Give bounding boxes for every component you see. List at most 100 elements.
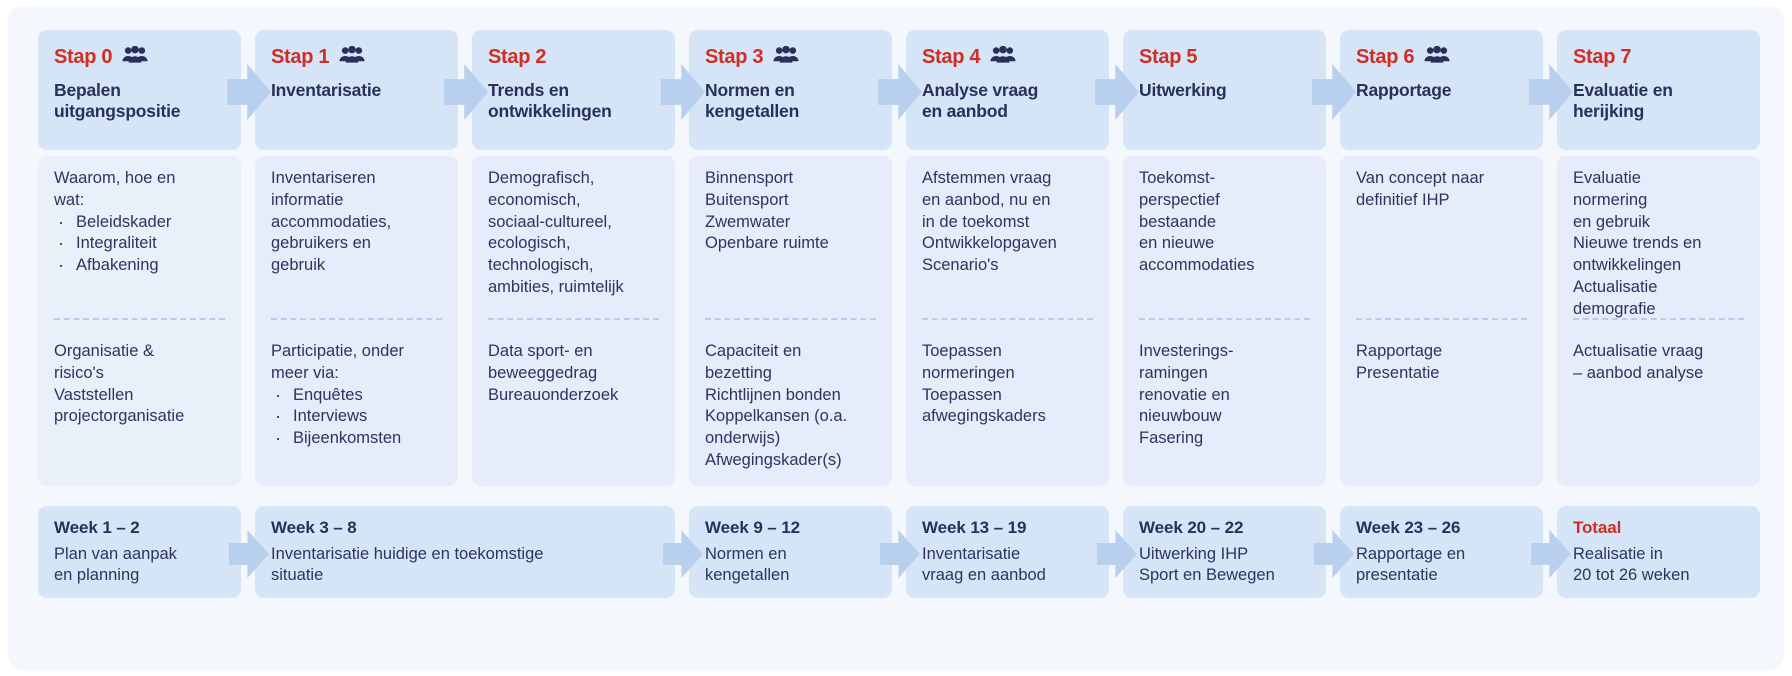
step-card-top: Stap 0 bbox=[54, 44, 225, 70]
step-detail-lower-text: Toepassen normeringen Toepassen afweging… bbox=[922, 342, 1046, 426]
step-detail-upper: Binnensport Buitensport Zwemwater Openba… bbox=[705, 168, 876, 318]
step-detail-lower-list: EnquêtesInterviewsBijeenkomsten bbox=[271, 384, 442, 451]
step-detail-card-5: Toekomst- perspectief bestaande en nieuw… bbox=[1123, 156, 1326, 486]
dashed-divider bbox=[1139, 318, 1310, 321]
step-card-5[interactable]: Stap 5 Uitwerking bbox=[1123, 30, 1356, 150]
dashed-divider bbox=[488, 318, 659, 321]
step-detail-card-0: Waarom, hoe en wat:BeleidskaderIntegrali… bbox=[38, 156, 241, 486]
step-card-top: Stap 7 bbox=[1573, 44, 1744, 70]
step-detail-lower: Actualisatie vraag – aanbod analyse bbox=[1573, 321, 1744, 474]
step-detail-upper: Waarom, hoe en wat:BeleidskaderIntegrali… bbox=[54, 168, 225, 318]
diagram-canvas: Stap 0 Bepalen uitgangspositie Stap 1 Inven… bbox=[8, 6, 1784, 670]
step-card-0[interactable]: Stap 0 Bepalen uitgangspositie bbox=[38, 30, 271, 150]
step-title: Bepalen uitgangspositie bbox=[54, 80, 181, 122]
week-card-0[interactable]: Week 1 – 2 Plan van aanpak en planning bbox=[38, 506, 269, 598]
step-card-7[interactable]: Stap 7 Evaluatie en herijking bbox=[1557, 30, 1760, 150]
step-detail-upper: Evaluatie normering en gebruik Nieuwe tr… bbox=[1573, 168, 1744, 318]
dashed-divider bbox=[1356, 318, 1527, 321]
people-group-icon bbox=[122, 45, 148, 69]
step-card-top: Stap 5 bbox=[1139, 44, 1310, 70]
list-item: Interviews bbox=[271, 405, 442, 428]
step-detail-upper-text: Van concept naar definitief IHP bbox=[1356, 169, 1485, 209]
step-title: Inventarisatie bbox=[271, 80, 382, 100]
people-group-icon bbox=[1424, 45, 1450, 69]
step-detail-lower-text: Investerings- ramingen renovatie en nieu… bbox=[1139, 342, 1234, 448]
list-item: Beleidskader bbox=[54, 211, 225, 234]
step-number: Stap 0 bbox=[54, 45, 113, 68]
step-detail-upper-text: Waarom, hoe en wat: bbox=[54, 169, 176, 209]
people-group-icon bbox=[339, 45, 365, 69]
step-detail-lower-text: Actualisatie vraag – aanbod analyse bbox=[1573, 342, 1704, 382]
step-card-top: Stap 4 bbox=[922, 44, 1093, 70]
step-detail-upper: Demografisch, economisch, sociaal-cultur… bbox=[488, 168, 659, 318]
step-number: Stap 3 bbox=[705, 45, 764, 68]
week-label: Week 23 – 26 bbox=[1356, 518, 1461, 537]
week-description: Normen en kengetallen bbox=[705, 545, 790, 585]
step-detail-lower: Investerings- ramingen renovatie en nieu… bbox=[1139, 321, 1310, 474]
step-detail-upper-text: Toekomst- perspectief bestaande en nieuw… bbox=[1139, 169, 1255, 275]
people-group-icon bbox=[773, 45, 799, 69]
step-title: Uitwerking bbox=[1139, 80, 1227, 100]
step-detail-card-7: Evaluatie normering en gebruik Nieuwe tr… bbox=[1557, 156, 1760, 486]
step-detail-lower-text: Rapportage Presentatie bbox=[1356, 342, 1443, 382]
step-title: Rapportage bbox=[1356, 80, 1452, 100]
step-detail-upper: Afstemmen vraag en aanbod, nu en in de t… bbox=[922, 168, 1093, 318]
step-number: Stap 1 bbox=[271, 45, 330, 68]
dashed-divider bbox=[54, 318, 225, 321]
step-detail-upper-text: Inventariseren informatie accommodaties,… bbox=[271, 169, 392, 275]
step-detail-upper-list: BeleidskaderIntegraliteitAfbakening bbox=[54, 211, 225, 278]
step-detail-lower: Organisatie & risico's Vaststellen proje… bbox=[54, 321, 225, 474]
week-label: Week 9 – 12 bbox=[705, 518, 800, 537]
step-detail-lower: Toepassen normeringen Toepassen afweging… bbox=[922, 321, 1093, 474]
dashed-divider bbox=[922, 318, 1093, 321]
step-detail-lower-text: Data sport- en beweeggedrag Bureauonderz… bbox=[488, 342, 619, 404]
step-detail-upper: Toekomst- perspectief bestaande en nieuw… bbox=[1139, 168, 1310, 318]
step-title: Analyse vraag en aanbod bbox=[922, 80, 1039, 122]
step-detail-card-1: Inventariseren informatie accommodaties,… bbox=[255, 156, 458, 486]
step-title: Evaluatie en herijking bbox=[1573, 80, 1673, 122]
step-detail-upper: Van concept naar definitief IHP bbox=[1356, 168, 1527, 318]
step-card-6[interactable]: Stap 6 Rapportage bbox=[1340, 30, 1573, 150]
step-detail-card-2: Demografisch, economisch, sociaal-cultur… bbox=[472, 156, 675, 486]
step-detail-lower-text: Participatie, onder meer via: bbox=[271, 342, 404, 382]
step-detail-upper-text: Afstemmen vraag en aanbod, nu en in de t… bbox=[922, 169, 1057, 275]
week-label: Totaal bbox=[1573, 518, 1622, 537]
step-card-top: Stap 6 bbox=[1356, 44, 1527, 70]
step-detail-lower: Data sport- en beweeggedrag Bureauonderz… bbox=[488, 321, 659, 474]
step-card-4[interactable]: Stap 4 Analyse vraag en aanbod bbox=[906, 30, 1139, 150]
list-item: Integraliteit bbox=[54, 232, 225, 255]
week-card-2[interactable]: Week 9 – 12 Normen en kengetallen bbox=[689, 506, 920, 598]
list-item: Afbakening bbox=[54, 254, 225, 277]
week-label: Week 3 – 8 bbox=[271, 518, 357, 537]
step-number: Stap 4 bbox=[922, 45, 981, 68]
week-description: Plan van aanpak en planning bbox=[54, 545, 177, 585]
step-detail-upper-text: Evaluatie normering en gebruik Nieuwe tr… bbox=[1573, 169, 1702, 318]
step-number: Stap 2 bbox=[488, 45, 547, 68]
step-card-1[interactable]: Stap 1 Inventarisatie bbox=[255, 30, 488, 150]
week-label: Week 1 – 2 bbox=[54, 518, 140, 537]
step-detail-lower-text: Capaciteit en bezetting Richtlijnen bond… bbox=[705, 342, 848, 469]
step-number: Stap 5 bbox=[1139, 45, 1198, 68]
step-number: Stap 7 bbox=[1573, 45, 1632, 68]
week-description: Inventarisatie vraag en aanbod bbox=[922, 545, 1046, 585]
dashed-divider bbox=[271, 318, 442, 321]
step-detail-card-4: Afstemmen vraag en aanbod, nu en in de t… bbox=[906, 156, 1109, 486]
step-detail-card-3: Binnensport Buitensport Zwemwater Openba… bbox=[689, 156, 892, 486]
step-number: Stap 6 bbox=[1356, 45, 1415, 68]
week-description: Inventarisatie huidige en toekomstige si… bbox=[271, 545, 544, 585]
step-detail-card-6: Van concept naar definitief IHP Rapportag… bbox=[1340, 156, 1543, 486]
dashed-divider bbox=[1573, 318, 1744, 321]
week-card-1[interactable]: Week 3 – 8 Inventarisatie huidige en toek… bbox=[255, 506, 703, 598]
step-card-top: Stap 3 bbox=[705, 44, 876, 70]
step-detail-lower-text: Organisatie & risico's Vaststellen proje… bbox=[54, 342, 185, 426]
step-card-top: Stap 1 bbox=[271, 44, 442, 70]
step-header-row: Stap 0 Bepalen uitgangspositie Stap 1 Inven… bbox=[38, 30, 1760, 150]
step-body-row: Waarom, hoe en wat:BeleidskaderIntegrali… bbox=[38, 156, 1760, 486]
